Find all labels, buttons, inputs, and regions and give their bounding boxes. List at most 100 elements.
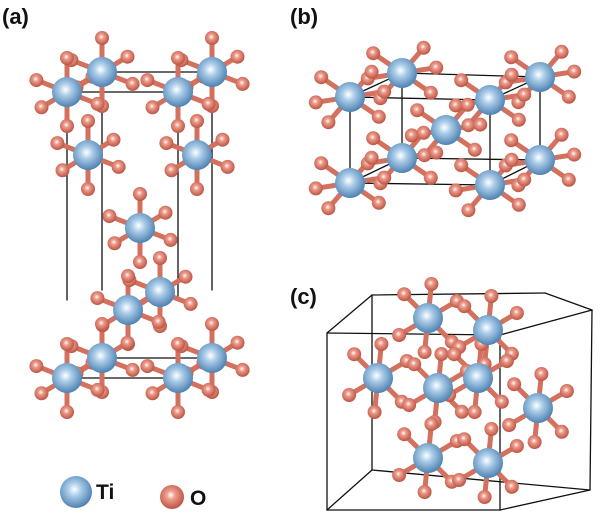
o-atom: [171, 405, 185, 419]
o-atom: [133, 255, 147, 269]
o-atom: [90, 96, 105, 111]
o-atom: [60, 51, 74, 65]
ti-atom: [73, 140, 103, 170]
cell-edge: [326, 332, 501, 336]
cell-edge: [349, 182, 491, 186]
ti-atom: [475, 85, 505, 115]
o-atom: [121, 269, 135, 283]
o-atom: [190, 114, 204, 128]
o-atom: [527, 435, 542, 449]
o-atom: [457, 299, 472, 314]
o-atom: [567, 147, 582, 162]
o-atom: [34, 100, 49, 115]
o-atom: [107, 236, 122, 251]
o-atom: [429, 60, 444, 75]
ti-atom: [163, 363, 193, 393]
o-atom: [364, 64, 379, 79]
o-atom: [235, 76, 250, 91]
panel-label-b: (b): [290, 4, 319, 29]
ti-atom: [113, 295, 143, 325]
o-atom: [235, 362, 250, 377]
o-atom: [417, 485, 432, 499]
legend-o-label: O: [190, 487, 207, 510]
o-atom: [499, 354, 514, 368]
o-atom: [215, 132, 230, 147]
o-atom: [392, 468, 407, 482]
o-atom: [55, 163, 70, 178]
o-atom: [484, 289, 499, 303]
o-atom: [366, 46, 381, 61]
o-atom: [60, 119, 74, 133]
o-atom: [392, 328, 407, 342]
o-atom: [534, 367, 549, 381]
o-atom: [230, 335, 245, 350]
ti-atom: [387, 58, 417, 88]
o-atom: [416, 125, 431, 140]
o-atom: [511, 197, 526, 212]
o-atom: [60, 337, 74, 351]
o-atom: [410, 103, 425, 118]
o-atom: [554, 424, 569, 439]
o-atom: [178, 269, 193, 284]
legend-ti-atom: [60, 476, 92, 508]
o-atom: [133, 187, 147, 201]
o-atom: [90, 291, 105, 306]
o-atom: [371, 109, 386, 124]
o-atom: [95, 31, 109, 45]
ti-atom: [413, 303, 443, 333]
o-atom: [554, 127, 569, 142]
o-atom: [461, 118, 476, 133]
o-atom: [125, 362, 140, 377]
ti-atom: [525, 145, 555, 175]
ti-atom: [52, 363, 82, 393]
o-atom: [461, 203, 476, 218]
cell-edge: [371, 469, 591, 491]
cell-edge: [326, 294, 373, 334]
o-atom: [321, 115, 336, 130]
o-atom: [164, 163, 179, 178]
ti-atom: [473, 448, 503, 478]
cell-edge: [401, 72, 541, 78]
ti-atom: [475, 170, 505, 200]
cell-edge: [589, 309, 593, 491]
ti-atom: [387, 143, 417, 173]
o-atom: [417, 345, 432, 359]
o-atom: [347, 347, 362, 362]
atoms: [29, 31, 582, 504]
o-atom: [502, 418, 517, 432]
o-atom: [397, 287, 412, 302]
o-atom: [106, 132, 121, 147]
o-atom: [509, 439, 524, 453]
cell-edge: [499, 489, 591, 511]
o-atom: [507, 377, 522, 392]
o-atom: [423, 85, 438, 100]
o-atom: [467, 142, 482, 157]
ti-atom: [463, 363, 493, 393]
ti-atom: [431, 115, 461, 145]
o-atom: [90, 382, 105, 397]
o-atom: [559, 384, 574, 398]
legend-ti-label: Ti: [96, 481, 115, 504]
ti-atom: [125, 213, 155, 243]
o-atom: [404, 128, 419, 143]
o-atom: [34, 386, 49, 401]
o-atom: [417, 148, 432, 163]
o-atom: [554, 44, 569, 59]
o-atom: [95, 317, 109, 331]
o-atom: [190, 182, 204, 196]
panel-label-c: (c): [290, 284, 317, 309]
o-atom: [230, 49, 245, 64]
o-atom: [220, 159, 235, 174]
o-atom: [397, 427, 412, 442]
ti-atom: [423, 373, 453, 403]
o-atom: [509, 306, 524, 320]
o-atom: [457, 432, 472, 447]
ti-atom: [197, 343, 227, 373]
o-atom: [407, 357, 422, 372]
o-atom: [484, 422, 499, 436]
o-atom: [125, 76, 140, 91]
o-atom: [81, 182, 95, 196]
o-atom: [517, 172, 532, 187]
o-atom: [50, 136, 65, 151]
o-atom: [159, 136, 174, 151]
